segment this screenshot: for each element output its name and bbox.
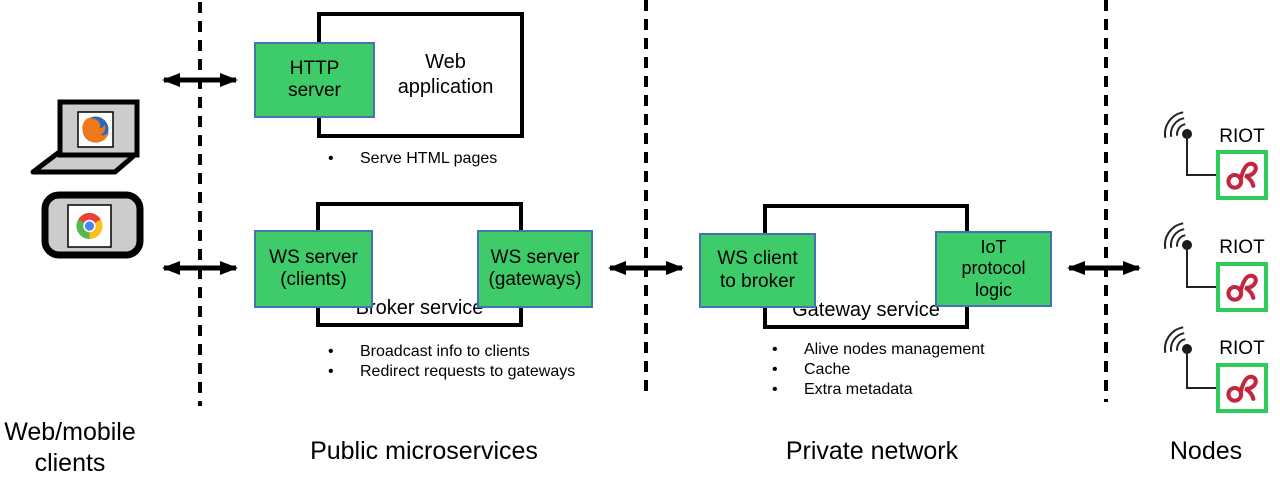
antenna-icon-node-1 — [1163, 111, 1216, 176]
chrome-browser-icon — [67, 204, 112, 248]
bullet-cache: Cache — [804, 361, 851, 378]
riot-node-3 — [1216, 363, 1268, 413]
section-label-private-network: Private network — [785, 437, 959, 465]
iot-protocol-logic-box: IoT protocol logic — [935, 231, 1052, 307]
riot-node-1 — [1216, 150, 1268, 200]
http-server-box: HTTP server — [254, 42, 375, 118]
gateway-bullets: Alive nodes management Cache Extra metad… — [766, 340, 985, 400]
firefox-browser-icon — [77, 111, 114, 148]
web-application-bullets: Serve HTML pages — [322, 149, 497, 169]
antenna-icon-node-3 — [1163, 326, 1216, 389]
bullet-alive-nodes: Alive nodes management — [804, 341, 985, 358]
antenna-icon-node-2 — [1163, 222, 1216, 288]
bullet-broadcast: Broadcast info to clients — [360, 343, 530, 360]
section-label-clients: Web/mobile clients — [4, 418, 136, 477]
riot-os-logo-icon — [1226, 161, 1258, 190]
gateway-service-label: Gateway service — [792, 299, 940, 321]
ws-server-clients-box: WS server (clients) — [254, 230, 373, 308]
riot-node-3-label: RIOT — [1219, 338, 1265, 359]
riot-node-2-label: RIOT — [1219, 237, 1265, 258]
broker-service-label: Broker service — [355, 297, 484, 319]
ws-client-broker-box: WS client to broker — [699, 233, 816, 308]
bullet-serve-html: Serve HTML pages — [360, 150, 498, 167]
riot-os-logo-icon — [1226, 374, 1258, 403]
riot-node-1-label: RIOT — [1219, 126, 1265, 147]
web-application-label: Web application — [397, 51, 494, 98]
smartphone-icon — [41, 191, 144, 259]
ws-server-gateways-box: WS server (gateways) — [477, 230, 593, 308]
riot-node-2 — [1216, 262, 1268, 312]
section-label-public-microservices: Public microservices — [310, 437, 538, 465]
section-label-nodes: Nodes — [1169, 437, 1243, 465]
riot-os-logo-icon — [1226, 273, 1258, 302]
broker-bullets: Broadcast info to clients Redirect reque… — [322, 342, 575, 382]
laptop-icon — [30, 99, 140, 175]
bullet-redirect: Redirect requests to gateways — [360, 363, 576, 380]
bullet-extra-metadata: Extra metadata — [804, 381, 913, 398]
